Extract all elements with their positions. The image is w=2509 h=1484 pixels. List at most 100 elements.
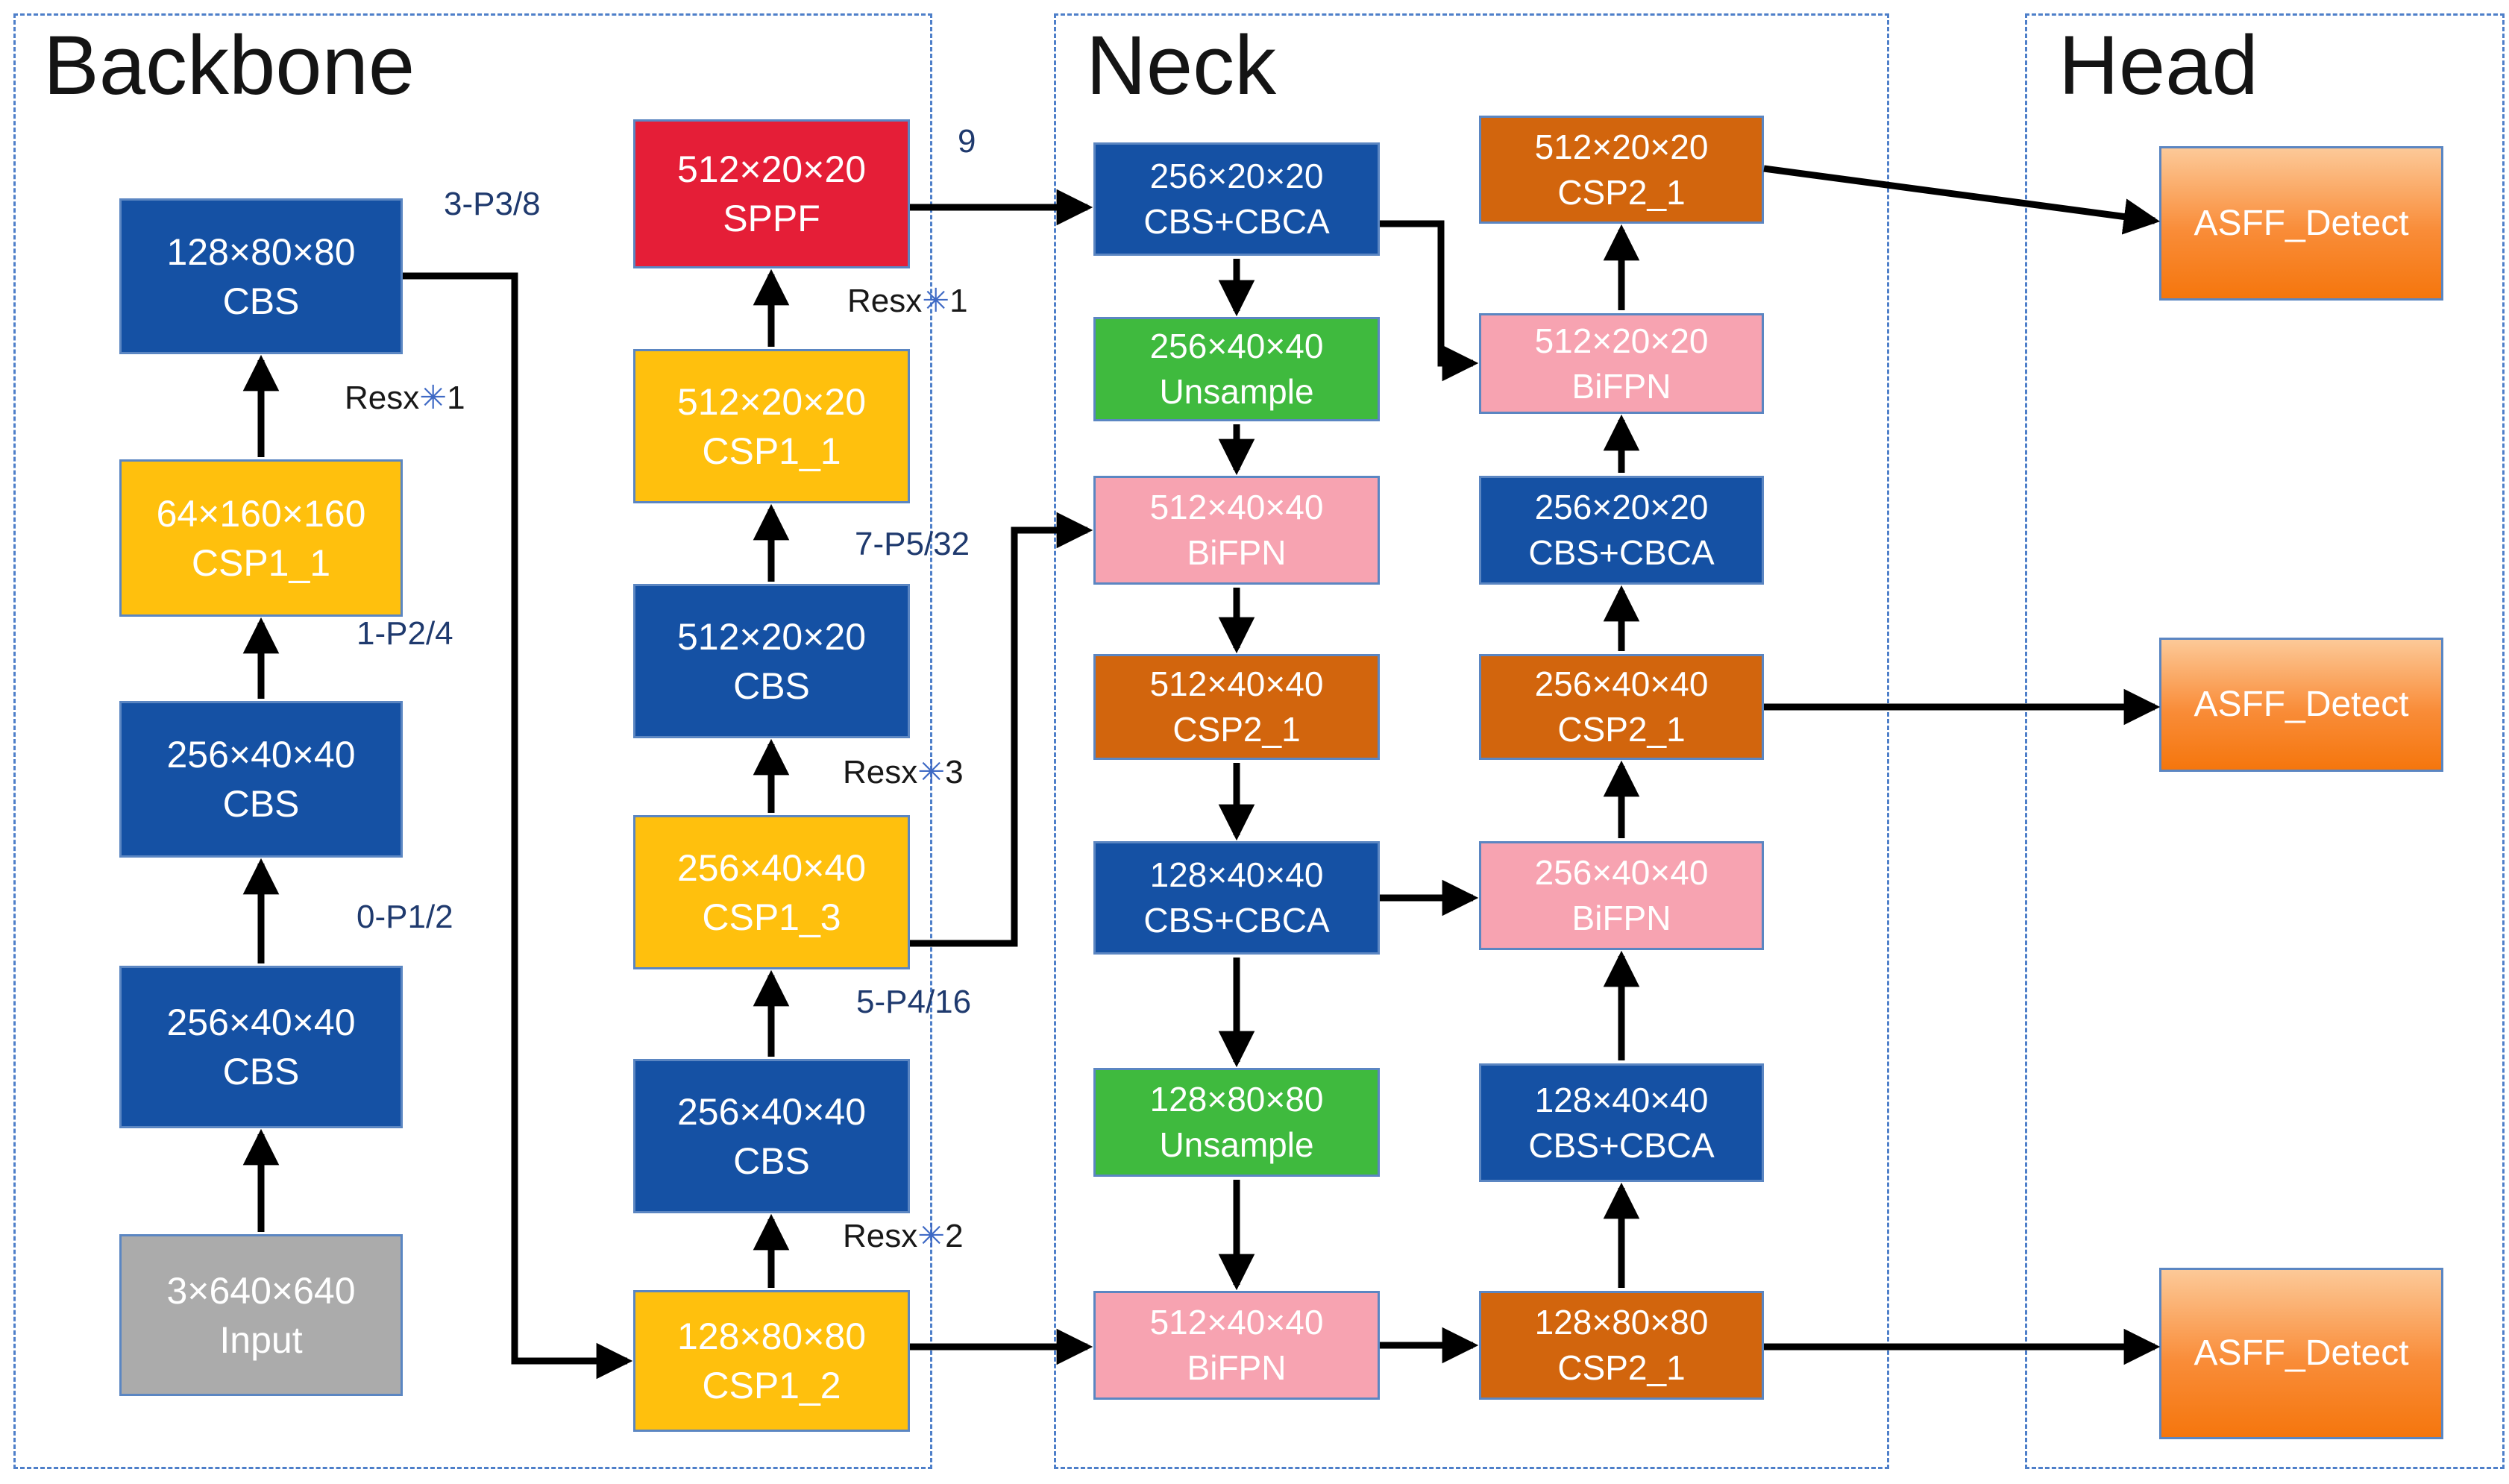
node-dims: 256×40×40 xyxy=(1149,327,1324,366)
section-title-neck: Neck xyxy=(1086,19,1277,112)
node-dims: 128×40×40 xyxy=(1534,1080,1709,1119)
node-dims: 512×20×20 xyxy=(676,380,867,423)
label-text: 3 xyxy=(945,754,964,790)
node-label: CBS xyxy=(733,1139,810,1182)
label-resx-1: Resx✳1 xyxy=(847,285,968,318)
node-label: BiFPN xyxy=(1187,1348,1287,1387)
node-dims: 256×40×40 xyxy=(1534,853,1709,893)
node-dims: 512×20×20 xyxy=(1534,321,1709,360)
node-dims: 128×80×80 xyxy=(1149,1080,1324,1119)
node-label: CBS+CBCA xyxy=(1143,901,1330,940)
node-dims: 256×40×40 xyxy=(166,1002,356,1043)
section-title-backbone: Backbone xyxy=(43,19,415,112)
node-dims: 256×40×40 xyxy=(676,1090,867,1133)
node-label: CBS+CBCA xyxy=(1143,202,1330,241)
node-label: ASFF_Detect xyxy=(2194,685,2409,725)
label-9: 9 xyxy=(958,123,976,160)
node-label: CBS+CBCA xyxy=(1528,1125,1715,1165)
node-dims: 256×40×40 xyxy=(676,846,867,889)
node-dims: 256×40×40 xyxy=(166,734,356,776)
node-dims: 256×40×40 xyxy=(1534,664,1709,704)
label-text: Resx xyxy=(847,283,923,319)
asterisk-icon: ✳ xyxy=(922,283,950,319)
label-7-p5-32: 7-P5/32 xyxy=(855,526,970,562)
node-dims: 64×160×160 xyxy=(156,492,366,535)
node-dims: 512×20×20 xyxy=(1534,127,1709,166)
node-dims: 512×20×20 xyxy=(676,148,867,190)
node-label: BiFPN xyxy=(1571,899,1671,937)
node-dims: 3×640×640 xyxy=(166,1269,356,1312)
node-label: CSP2_1 xyxy=(1172,710,1301,749)
asterisk-icon: ✳ xyxy=(917,754,946,790)
node-label: CBS xyxy=(222,1051,300,1092)
label-5-p4-16: 5-P4/16 xyxy=(856,984,972,1020)
section-head-frame xyxy=(2025,13,2505,1469)
node-label: CSP1_2 xyxy=(702,1365,841,1406)
node-label: ASFF_Detect xyxy=(2194,1333,2409,1374)
label-text: 1 xyxy=(949,283,968,319)
section-title-head: Head xyxy=(2059,19,2258,112)
label-text: 1 xyxy=(447,380,465,416)
node-label: CSP2_1 xyxy=(1557,172,1686,212)
node-label: CSP1_1 xyxy=(702,430,841,472)
label-text: Resx xyxy=(345,380,420,416)
node-dims: 128×80×80 xyxy=(166,230,356,273)
label-resx-2: Resx✳2 xyxy=(843,1220,964,1253)
node-label: Unsample xyxy=(1159,372,1314,411)
label-resx-3: Resx✳3 xyxy=(843,756,964,789)
label-resx-1: Resx✳1 xyxy=(345,382,465,415)
node-dims: 512×40×40 xyxy=(1149,488,1324,527)
node-label: ASFF_Detect xyxy=(2194,203,2409,243)
node-label: CBS+CBCA xyxy=(1528,533,1715,572)
label-1-p2-4: 1-P2/4 xyxy=(357,615,453,652)
node-label: CSP1_1 xyxy=(191,541,331,584)
node-label: BiFPN xyxy=(1187,533,1287,572)
node-label: CSP2_1 xyxy=(1557,1348,1686,1387)
node-label: Input xyxy=(219,1318,303,1361)
node-h3-asff-detect: ASFF_Detect xyxy=(2159,1268,2443,1439)
node-dims: 512×20×20 xyxy=(676,615,867,658)
label-text: Resx xyxy=(843,754,918,790)
node-label: CSP1_3 xyxy=(702,896,841,938)
label-text: Resx xyxy=(843,1218,918,1254)
node-label: CBS xyxy=(222,783,300,825)
node-dims: 128×80×80 xyxy=(676,1315,867,1357)
node-label: CBS xyxy=(222,280,300,322)
node-h1-asff-detect: ASFF_Detect xyxy=(2159,146,2443,301)
node-label: CSP2_1 xyxy=(1557,710,1686,749)
node-dims: 512×40×40 xyxy=(1149,664,1324,704)
label-0-p1-2: 0-P1/2 xyxy=(357,899,453,935)
node-dims: 256×20×20 xyxy=(1534,488,1709,527)
asterisk-icon: ✳ xyxy=(419,380,448,416)
node-label: SPPF xyxy=(723,198,820,239)
node-label: Unsample xyxy=(1159,1125,1314,1164)
node-h2-asff-detect: ASFF_Detect xyxy=(2159,638,2443,772)
asterisk-icon: ✳ xyxy=(917,1218,946,1254)
node-dims: 128×80×80 xyxy=(1534,1303,1709,1342)
label-3-p3-8: 3-P3/8 xyxy=(444,186,541,222)
